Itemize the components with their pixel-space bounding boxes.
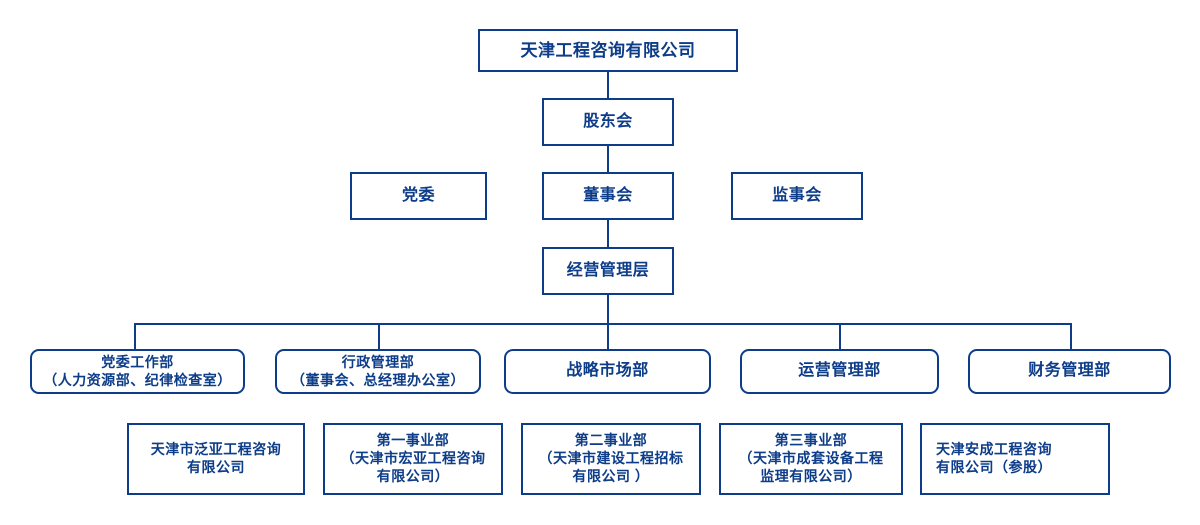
node-dept-operations-label: 运营管理部: [798, 362, 881, 380]
node-board-label: 董事会: [583, 186, 633, 204]
connector-bus-to-dept-operations: [839, 323, 841, 349]
connector-bus-to-dept-finance: [1070, 323, 1072, 349]
node-dept-strategy-market[interactable]: 战略市场部: [504, 349, 711, 394]
node-supervisors[interactable]: 监事会: [731, 172, 863, 220]
node-dept-administration-label: 行政管理部 （董事会、总经理办公室）: [291, 353, 465, 388]
node-sub-unit-2[interactable]: 第二事业部 （天津市建设工程招标 有限公司 ）: [521, 423, 701, 495]
node-sub-panya[interactable]: 天津市泛亚工程咨询 有限公司: [127, 423, 305, 495]
node-sub-panya-label: 天津市泛亚工程咨询 有限公司: [150, 441, 282, 475]
connector-department-bus: [134, 323, 1072, 325]
connector-bus-to-dept-party: [134, 323, 136, 349]
connector-shareholders-to-board: [607, 146, 609, 172]
node-dept-operations[interactable]: 运营管理部: [740, 349, 939, 394]
connector-management-to-bus: [607, 295, 609, 323]
node-board[interactable]: 董事会: [542, 172, 674, 220]
connector-bus-to-dept-strategy: [607, 323, 609, 349]
node-sub-unit-1[interactable]: 第一事业部 （天津市宏亚工程咨询 有限公司）: [323, 423, 503, 495]
node-sub-unit-2-label: 第二事业部 （天津市建设工程招标 有限公司 ）: [538, 432, 684, 484]
connector-company-to-shareholders: [607, 71, 609, 98]
node-party-committee[interactable]: 党委: [350, 172, 487, 220]
node-sub-unit-3[interactable]: 第三事业部 （天津市成套设备工程 监理有限公司）: [719, 423, 903, 495]
node-shareholders[interactable]: 股东会: [542, 98, 674, 146]
connector-bus-to-dept-admin: [378, 323, 380, 349]
node-sub-unit-1-label: 第一事业部 （天津市宏亚工程咨询 有限公司）: [340, 432, 486, 484]
node-dept-party-work[interactable]: 党委工作部 （人力资源部、纪律检查室）: [30, 349, 245, 394]
node-dept-strategy-market-label: 战略市场部: [566, 362, 649, 380]
connector-board-to-management: [607, 220, 609, 247]
node-dept-party-work-label: 党委工作部 （人力资源部、纪律检查室）: [43, 353, 232, 388]
node-supervisors-label: 监事会: [772, 186, 822, 204]
node-management-label: 经营管理层: [566, 261, 650, 279]
node-dept-finance[interactable]: 财务管理部: [968, 349, 1171, 394]
node-sub-ancheng[interactable]: 天津安成工程咨询 有限公司（参股）: [920, 423, 1110, 495]
node-dept-finance-label: 财务管理部: [1028, 362, 1111, 380]
node-sub-ancheng-label: 天津安成工程咨询 有限公司（参股）: [936, 441, 1052, 475]
node-management[interactable]: 经营管理层: [542, 247, 674, 295]
node-sub-unit-3-label: 第三事业部 （天津市成套设备工程 监理有限公司）: [738, 432, 884, 484]
node-company[interactable]: 天津工程咨询有限公司: [478, 29, 738, 72]
node-party-committee-label: 党委: [401, 186, 435, 204]
node-shareholders-label: 股东会: [583, 112, 633, 130]
node-dept-administration[interactable]: 行政管理部 （董事会、总经理办公室）: [275, 349, 481, 394]
node-company-label: 天津工程咨询有限公司: [520, 40, 696, 60]
